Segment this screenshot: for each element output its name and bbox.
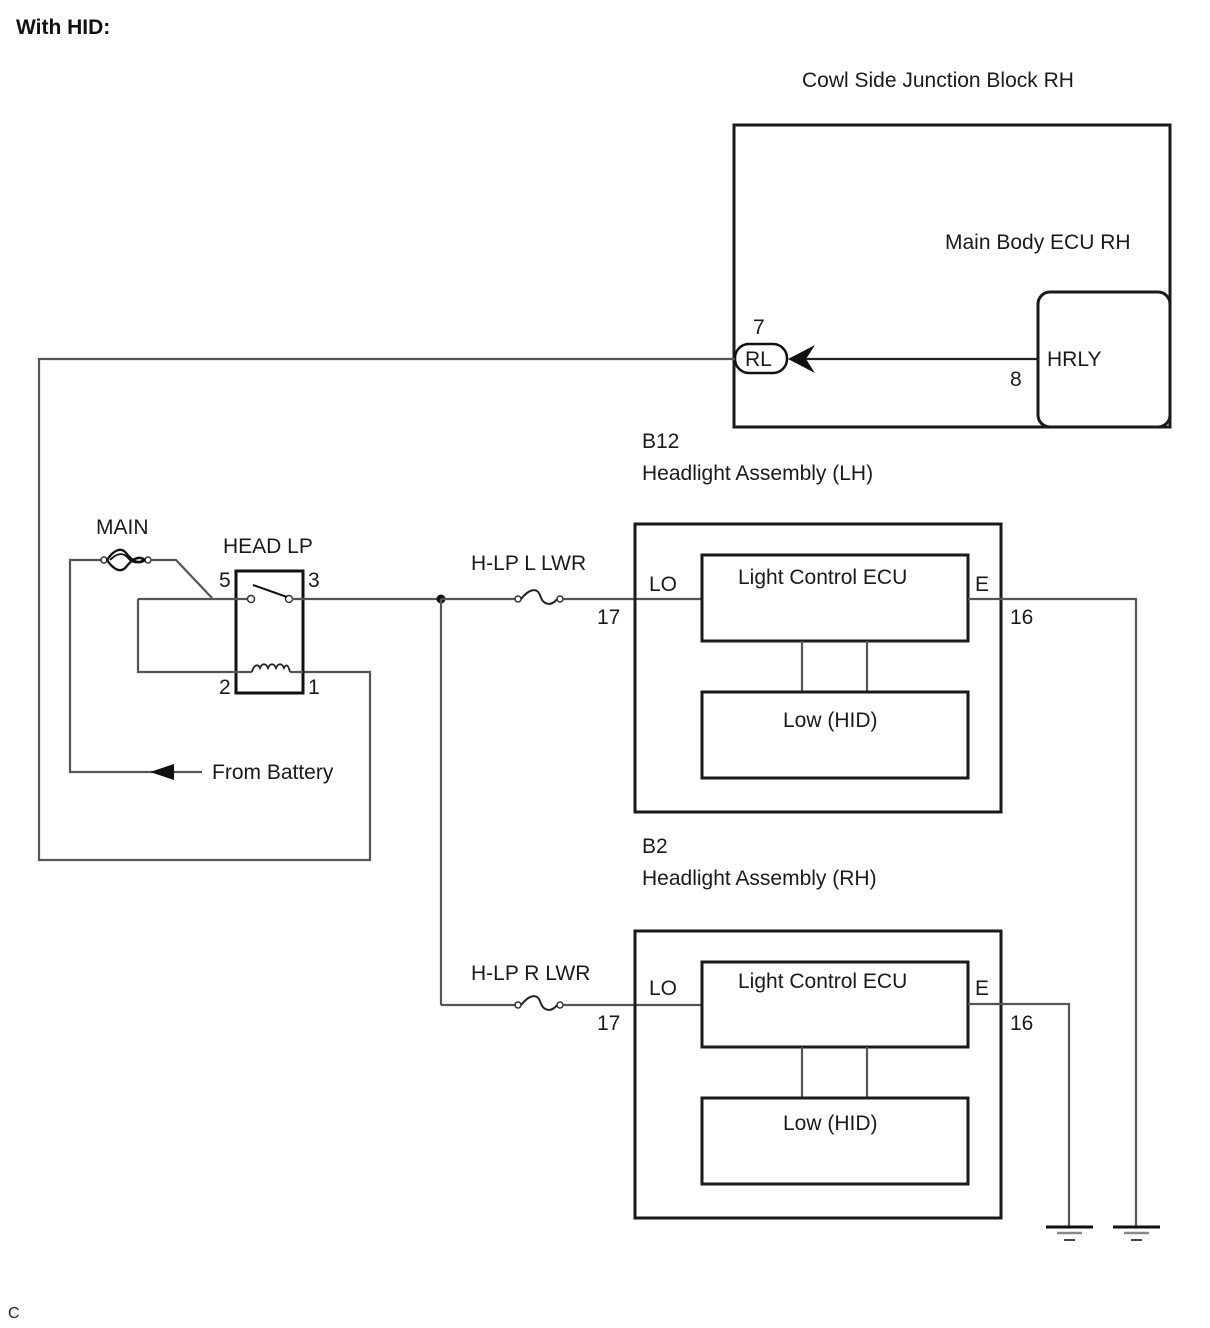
fusible-link-icon	[106, 548, 146, 572]
ground-icon-rh	[1046, 1225, 1093, 1241]
headlight-rh-code: B2	[642, 835, 668, 858]
headlight-lh-name: Headlight Assembly (LH)	[642, 462, 873, 485]
light-control-ecu-lh-label: Light Control ECU	[738, 566, 907, 589]
relay-pin-1: 1	[308, 676, 320, 699]
wire-relay-pin2	[136, 599, 252, 674]
headlight-rh-box	[633, 929, 1003, 1220]
main-fuse-label: MAIN	[96, 516, 149, 539]
battery-arrow-icon	[150, 764, 174, 780]
headlight-rh-name: Headlight Assembly (RH)	[642, 867, 877, 890]
switch-blade-icon	[252, 584, 288, 598]
headlight-assembly-lh: B12 Headlight Assembly (LH) H-LP L LWR 1…	[441, 430, 1160, 1241]
headlight-lh-code: B12	[642, 430, 679, 453]
rl-connector-label: RL	[745, 348, 772, 371]
relay-pin-2: 2	[219, 676, 231, 699]
terminal-lo-rh: LO	[649, 977, 677, 1000]
headlight-lh-box	[633, 522, 1003, 814]
low-hid-rh-label: Low (HID)	[783, 1112, 878, 1135]
pin-16-lh: 16	[1010, 606, 1033, 629]
low-hid-lamp-lh	[700, 690, 970, 780]
pin-17-rh: 17	[597, 1012, 620, 1035]
light-control-ecu-rh-label: Light Control ECU	[738, 970, 907, 993]
head-lp-relay: HEAD LP 5 3 2 1	[136, 535, 320, 699]
terminal-lo-lh: LO	[649, 573, 677, 596]
head-lp-label: HEAD LP	[223, 535, 313, 558]
wire-main-to-relay	[151, 558, 213, 599]
fuse-lh-terminal-right	[556, 595, 564, 603]
junction-block-box	[732, 123, 1172, 429]
wire-battery-to-main	[68, 558, 202, 774]
pin-17-lh: 17	[597, 606, 620, 629]
footer-mark: C	[8, 1305, 20, 1322]
wire-e-to-ground-lh	[968, 597, 1138, 1227]
fuse-lh-icon	[520, 589, 558, 605]
switch-contact-left	[246, 594, 256, 604]
pin-8-label: 8	[1010, 368, 1022, 391]
relay-box	[234, 569, 305, 695]
low-hid-lamp-rh	[700, 1096, 970, 1186]
wire-rl-to-relay-coil	[37, 357, 735, 862]
wire-e-to-ground-rh	[968, 1002, 1071, 1227]
hrly-label: HRLY	[1047, 348, 1101, 371]
headlight-assembly-rh: B2 Headlight Assembly (RH) H-LP R LWR 17…	[441, 835, 1093, 1241]
from-battery-label: From Battery	[212, 761, 334, 784]
junction-block: Cowl Side Junction Block RH Main Body EC…	[732, 69, 1172, 429]
relay-pin-5: 5	[219, 569, 231, 592]
main-body-ecu-label: Main Body ECU RH	[945, 231, 1131, 254]
fuse-lh-label: H-LP L LWR	[471, 552, 586, 575]
fuse-rh-terminal-left	[514, 1001, 522, 1009]
fuse-rh-icon	[520, 995, 558, 1011]
relay-coil-icon	[251, 663, 291, 673]
relay-pin-3: 3	[308, 569, 320, 592]
fuse-lh-terminal-left	[514, 595, 522, 603]
pin-7-label: 7	[753, 316, 765, 339]
pin-16-rh: 16	[1010, 1012, 1033, 1035]
terminal-e-lh: E	[975, 573, 989, 596]
fuse-rh-terminal-right	[556, 1001, 564, 1009]
diagram-heading: With HID:	[16, 16, 110, 39]
main-fuse-terminal-left	[100, 556, 108, 564]
ground-icon-lh	[1113, 1225, 1160, 1241]
fuse-rh-label: H-LP R LWR	[471, 962, 590, 985]
connector-arrow-icon	[788, 345, 815, 373]
main-fuse-group: MAIN From Battery	[68, 516, 334, 784]
junction-block-title: Cowl Side Junction Block RH	[802, 69, 1074, 92]
low-hid-lh-label: Low (HID)	[783, 709, 878, 732]
main-fuse-terminal-right	[144, 556, 152, 564]
terminal-e-rh: E	[975, 977, 989, 1000]
